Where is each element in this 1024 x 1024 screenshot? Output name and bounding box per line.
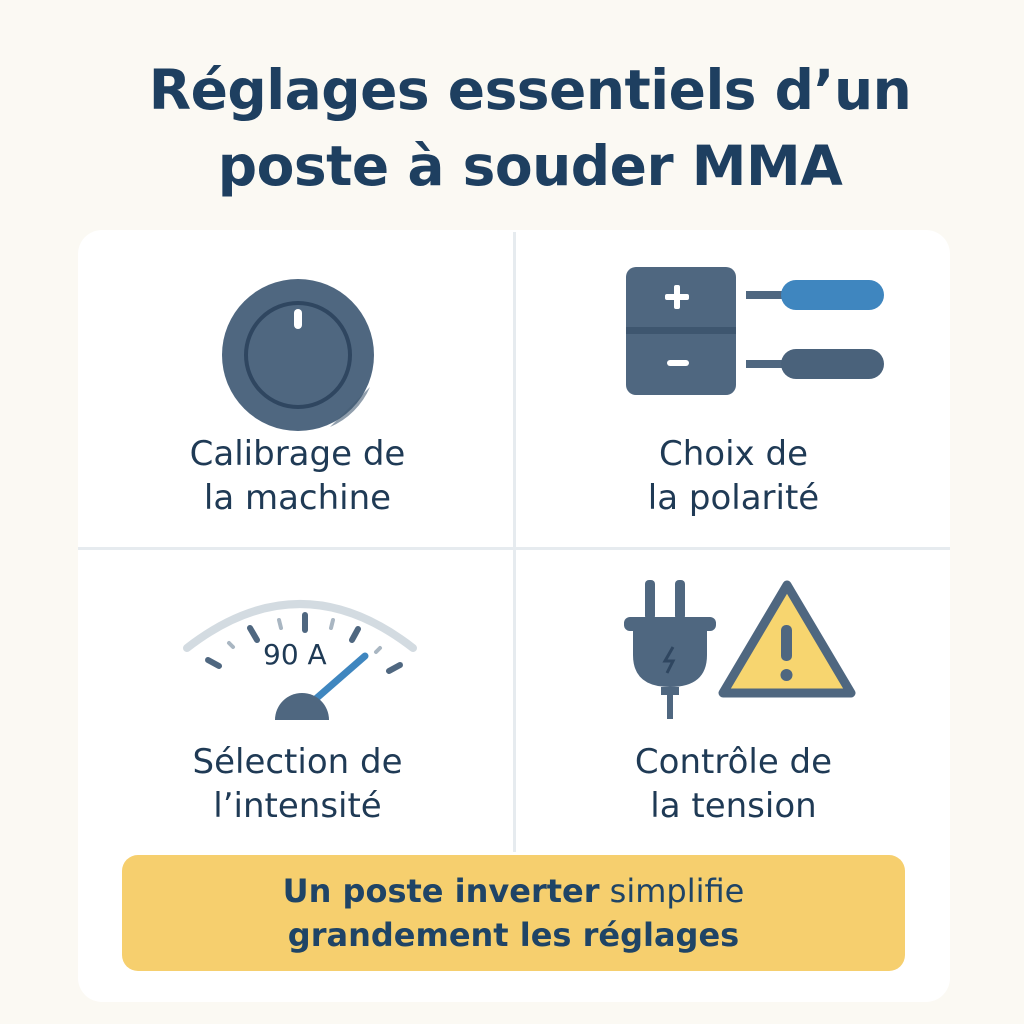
cell-intensity: 90 A Sélection de l’intensité: [80, 550, 515, 866]
label-line: la machine: [203, 478, 392, 518]
cell-label: Sélection de l’intensité: [80, 740, 515, 828]
label-line: la polarité: [647, 478, 820, 518]
divider-vertical: [513, 232, 516, 852]
title-line-2: poste à souder MMA: [217, 134, 843, 198]
cell-label: Calibrage de la machine: [80, 432, 515, 520]
label-line: Sélection de: [192, 742, 403, 782]
page-title: Réglages essentiels d’un poste à souder …: [60, 52, 1000, 204]
cell-calibration: Calibrage de la machine: [80, 232, 515, 548]
banner-line-2: grandement les réglages: [122, 913, 905, 957]
knob-icon: [222, 279, 374, 431]
gauge-reading: 90 A: [263, 638, 327, 671]
banner-line-1: Un poste inverter simplifie: [122, 869, 905, 913]
cell-voltage: Contrôle de la tension: [516, 550, 951, 866]
plug-warning-icon: [624, 580, 856, 719]
tip-banner: Un poste inverter simplifie grandement l…: [122, 855, 905, 971]
label-line: Choix de: [659, 434, 808, 474]
label-line: Calibrage de: [189, 434, 406, 474]
cell-label: Contrôle de la tension: [516, 740, 951, 828]
divider-horizontal: [78, 547, 950, 550]
banner-bold-text: Un poste inverter: [282, 872, 600, 910]
banner-bold-text: grandement les réglages: [287, 916, 740, 954]
polarity-icon: [626, 267, 884, 395]
banner-text: simplifie: [609, 872, 745, 910]
title-line-1: Réglages essentiels d’un: [148, 58, 912, 122]
cell-polarity: Choix de la polarité: [516, 232, 951, 548]
gauge-icon: [183, 600, 417, 720]
label-line: Contrôle de: [634, 742, 833, 782]
label-line: la tension: [650, 786, 817, 826]
label-line: l’intensité: [213, 786, 382, 826]
cell-label: Choix de la polarité: [516, 432, 951, 520]
